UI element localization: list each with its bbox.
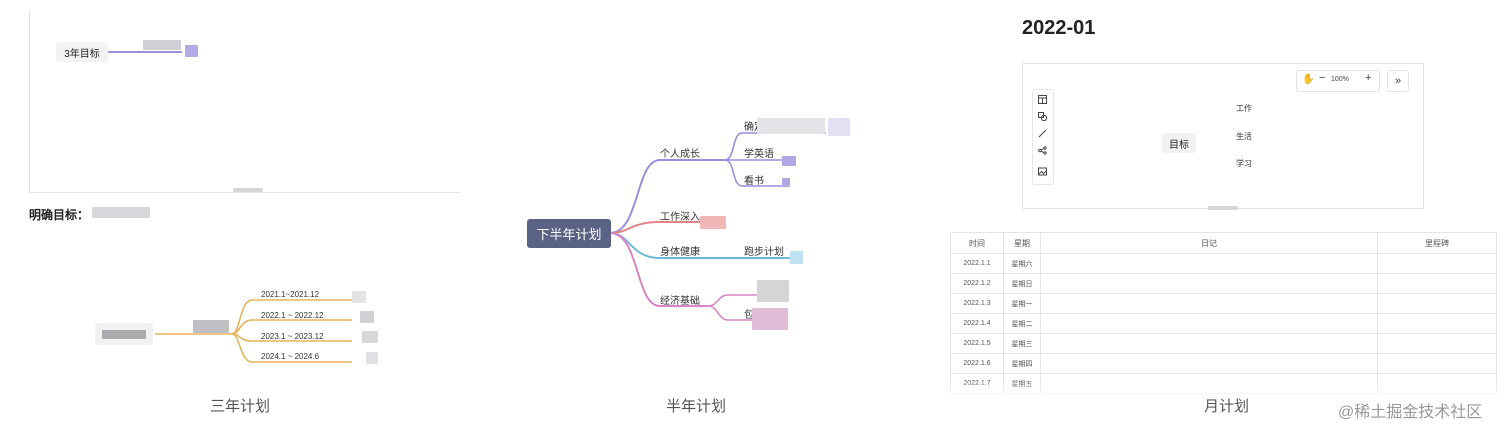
redacted-text xyxy=(362,331,378,343)
mindmap-icon[interactable] xyxy=(1037,145,1048,156)
table-fade xyxy=(948,380,1508,400)
redacted-text xyxy=(143,40,181,50)
redacted-text xyxy=(828,118,850,136)
cell-diary[interactable] xyxy=(1040,333,1378,354)
month-root-node[interactable]: 目标 xyxy=(1162,133,1196,153)
three-year-root-node[interactable] xyxy=(95,323,153,345)
cell-date[interactable]: 2022.1.4 xyxy=(950,313,1004,334)
half-year-caption: 半年计划 xyxy=(666,398,727,415)
col-header-time: 时间 xyxy=(950,232,1004,254)
three-year-mindmap-panel[interactable] xyxy=(29,10,460,193)
line-icon[interactable] xyxy=(1037,128,1048,139)
table-row: 2022.1.3 星期一 xyxy=(950,293,1497,314)
month-branch-work[interactable]: 工作 xyxy=(1236,104,1252,113)
cell-milestone[interactable] xyxy=(1377,333,1497,354)
three-year-goal-node[interactable]: 3年目标 xyxy=(56,42,108,62)
three-year-goal-label: 3年目标 xyxy=(64,48,100,60)
branch-work[interactable]: 工作深入 xyxy=(660,212,700,223)
clear-goal-heading: 明确目标： xyxy=(29,208,90,222)
three-year-caption: 三年计划 xyxy=(210,398,271,415)
redacted-text xyxy=(790,251,803,264)
cell-diary[interactable] xyxy=(1040,353,1378,374)
col-header-weekday: 星期 xyxy=(1003,232,1041,254)
table-row: 2022.1.2 星期日 xyxy=(950,273,1497,294)
cell-milestone[interactable] xyxy=(1377,353,1497,374)
cell-weekday[interactable]: 星期一 xyxy=(1003,293,1041,314)
three-year-branch-1[interactable]: 2021.1~2021.12 xyxy=(261,290,320,299)
branch-personal-growth[interactable]: 个人成长 xyxy=(660,149,700,160)
month-title: 2022-01 xyxy=(1022,17,1096,39)
cell-date[interactable]: 2022.1.5 xyxy=(950,333,1004,354)
expand-icon[interactable]: » xyxy=(1387,70,1409,92)
branch-child-english[interactable]: 学英语 xyxy=(744,149,774,160)
shape-icon[interactable] xyxy=(1037,111,1048,122)
cell-milestone[interactable] xyxy=(1377,313,1497,334)
redacted-text xyxy=(185,45,198,57)
table-row: 2022.1.5 星期三 xyxy=(950,333,1497,354)
three-year-branch-4[interactable]: 2024.1 ~ 2024.6 xyxy=(261,352,320,361)
month-caption: 月计划 xyxy=(1204,398,1250,415)
cell-diary[interactable] xyxy=(1040,293,1378,314)
redacted-text xyxy=(92,207,150,218)
table-row: 2022.1.6 星期四 xyxy=(950,353,1497,374)
cell-weekday[interactable]: 星期日 xyxy=(1003,273,1041,294)
month-branch-study[interactable]: 学习 xyxy=(1236,159,1252,168)
zoom-level: 100% xyxy=(1331,76,1349,83)
mindmap-side-toolbar xyxy=(1032,89,1054,185)
zoom-out-button[interactable]: − xyxy=(1319,72,1326,84)
watermark: @稀土掘金技术社区 xyxy=(1338,404,1483,421)
cell-weekday[interactable]: 星期四 xyxy=(1003,353,1041,374)
cell-diary[interactable] xyxy=(1040,313,1378,334)
diary-table: 时间 星期 日记 里程碑 2022.1.1 星期六 2022.1.2 星期日 2… xyxy=(950,232,1497,394)
redacted-text xyxy=(782,178,790,187)
half-year-root-label: 下半年计划 xyxy=(536,227,602,242)
cell-weekday[interactable]: 星期三 xyxy=(1003,333,1041,354)
branch-child-reading[interactable]: 看书 xyxy=(744,176,764,187)
three-year-branch-2[interactable]: 2022.1 ~ 2022.12 xyxy=(261,311,324,320)
branch-finance[interactable]: 经济基础 xyxy=(660,296,700,307)
redacted-text xyxy=(757,280,789,302)
table-row: 2022.1.4 星期二 xyxy=(950,313,1497,334)
col-header-milestone: 里程碑 xyxy=(1377,232,1497,254)
redacted-text xyxy=(102,329,146,339)
cell-date[interactable]: 2022.1.6 xyxy=(950,353,1004,374)
redacted-text xyxy=(360,311,374,323)
redacted-text xyxy=(752,308,788,330)
cell-milestone[interactable] xyxy=(1377,253,1497,274)
zoom-control: ✋ − 100% + xyxy=(1296,70,1380,92)
zoom-in-button[interactable]: + xyxy=(1365,72,1372,84)
cell-diary[interactable] xyxy=(1040,253,1378,274)
cell-date[interactable]: 2022.1.2 xyxy=(950,273,1004,294)
branch-child-confirm[interactable]: 确定 xyxy=(744,122,764,133)
cell-diary[interactable] xyxy=(1040,273,1378,294)
month-branch-life[interactable]: 生活 xyxy=(1236,132,1252,141)
branch-health[interactable]: 身体健康 xyxy=(660,247,700,258)
image-icon[interactable] xyxy=(1037,166,1048,177)
col-header-diary: 日记 xyxy=(1040,232,1378,254)
cell-milestone[interactable] xyxy=(1377,273,1497,294)
frame-scroll-handle[interactable] xyxy=(1208,206,1238,210)
half-year-root-node[interactable]: 下半年计划 xyxy=(527,219,611,248)
cell-date[interactable]: 2022.1.1 xyxy=(950,253,1004,274)
redacted-text xyxy=(782,156,796,166)
three-year-branch-3[interactable]: 2023.1 ~ 2023.12 xyxy=(261,332,324,341)
redacted-text xyxy=(757,118,825,134)
month-root-label: 目标 xyxy=(1169,139,1189,151)
branch-child-finance[interactable]: 包 xyxy=(744,310,754,321)
redacted-text xyxy=(193,320,229,333)
cell-weekday[interactable]: 星期六 xyxy=(1003,253,1041,274)
cell-date[interactable]: 2022.1.3 xyxy=(950,293,1004,314)
hand-icon[interactable]: ✋ xyxy=(1302,74,1315,85)
layout-icon[interactable] xyxy=(1037,94,1048,105)
table-row: 2022.1.1 星期六 xyxy=(950,253,1497,274)
redacted-text xyxy=(366,352,378,364)
cell-milestone[interactable] xyxy=(1377,293,1497,314)
branch-child-running[interactable]: 跑步计划 xyxy=(744,247,784,258)
cell-weekday[interactable]: 星期二 xyxy=(1003,313,1041,334)
redacted-text xyxy=(700,216,726,229)
redacted-text xyxy=(352,291,366,303)
panel-scroll-handle[interactable] xyxy=(233,188,263,192)
